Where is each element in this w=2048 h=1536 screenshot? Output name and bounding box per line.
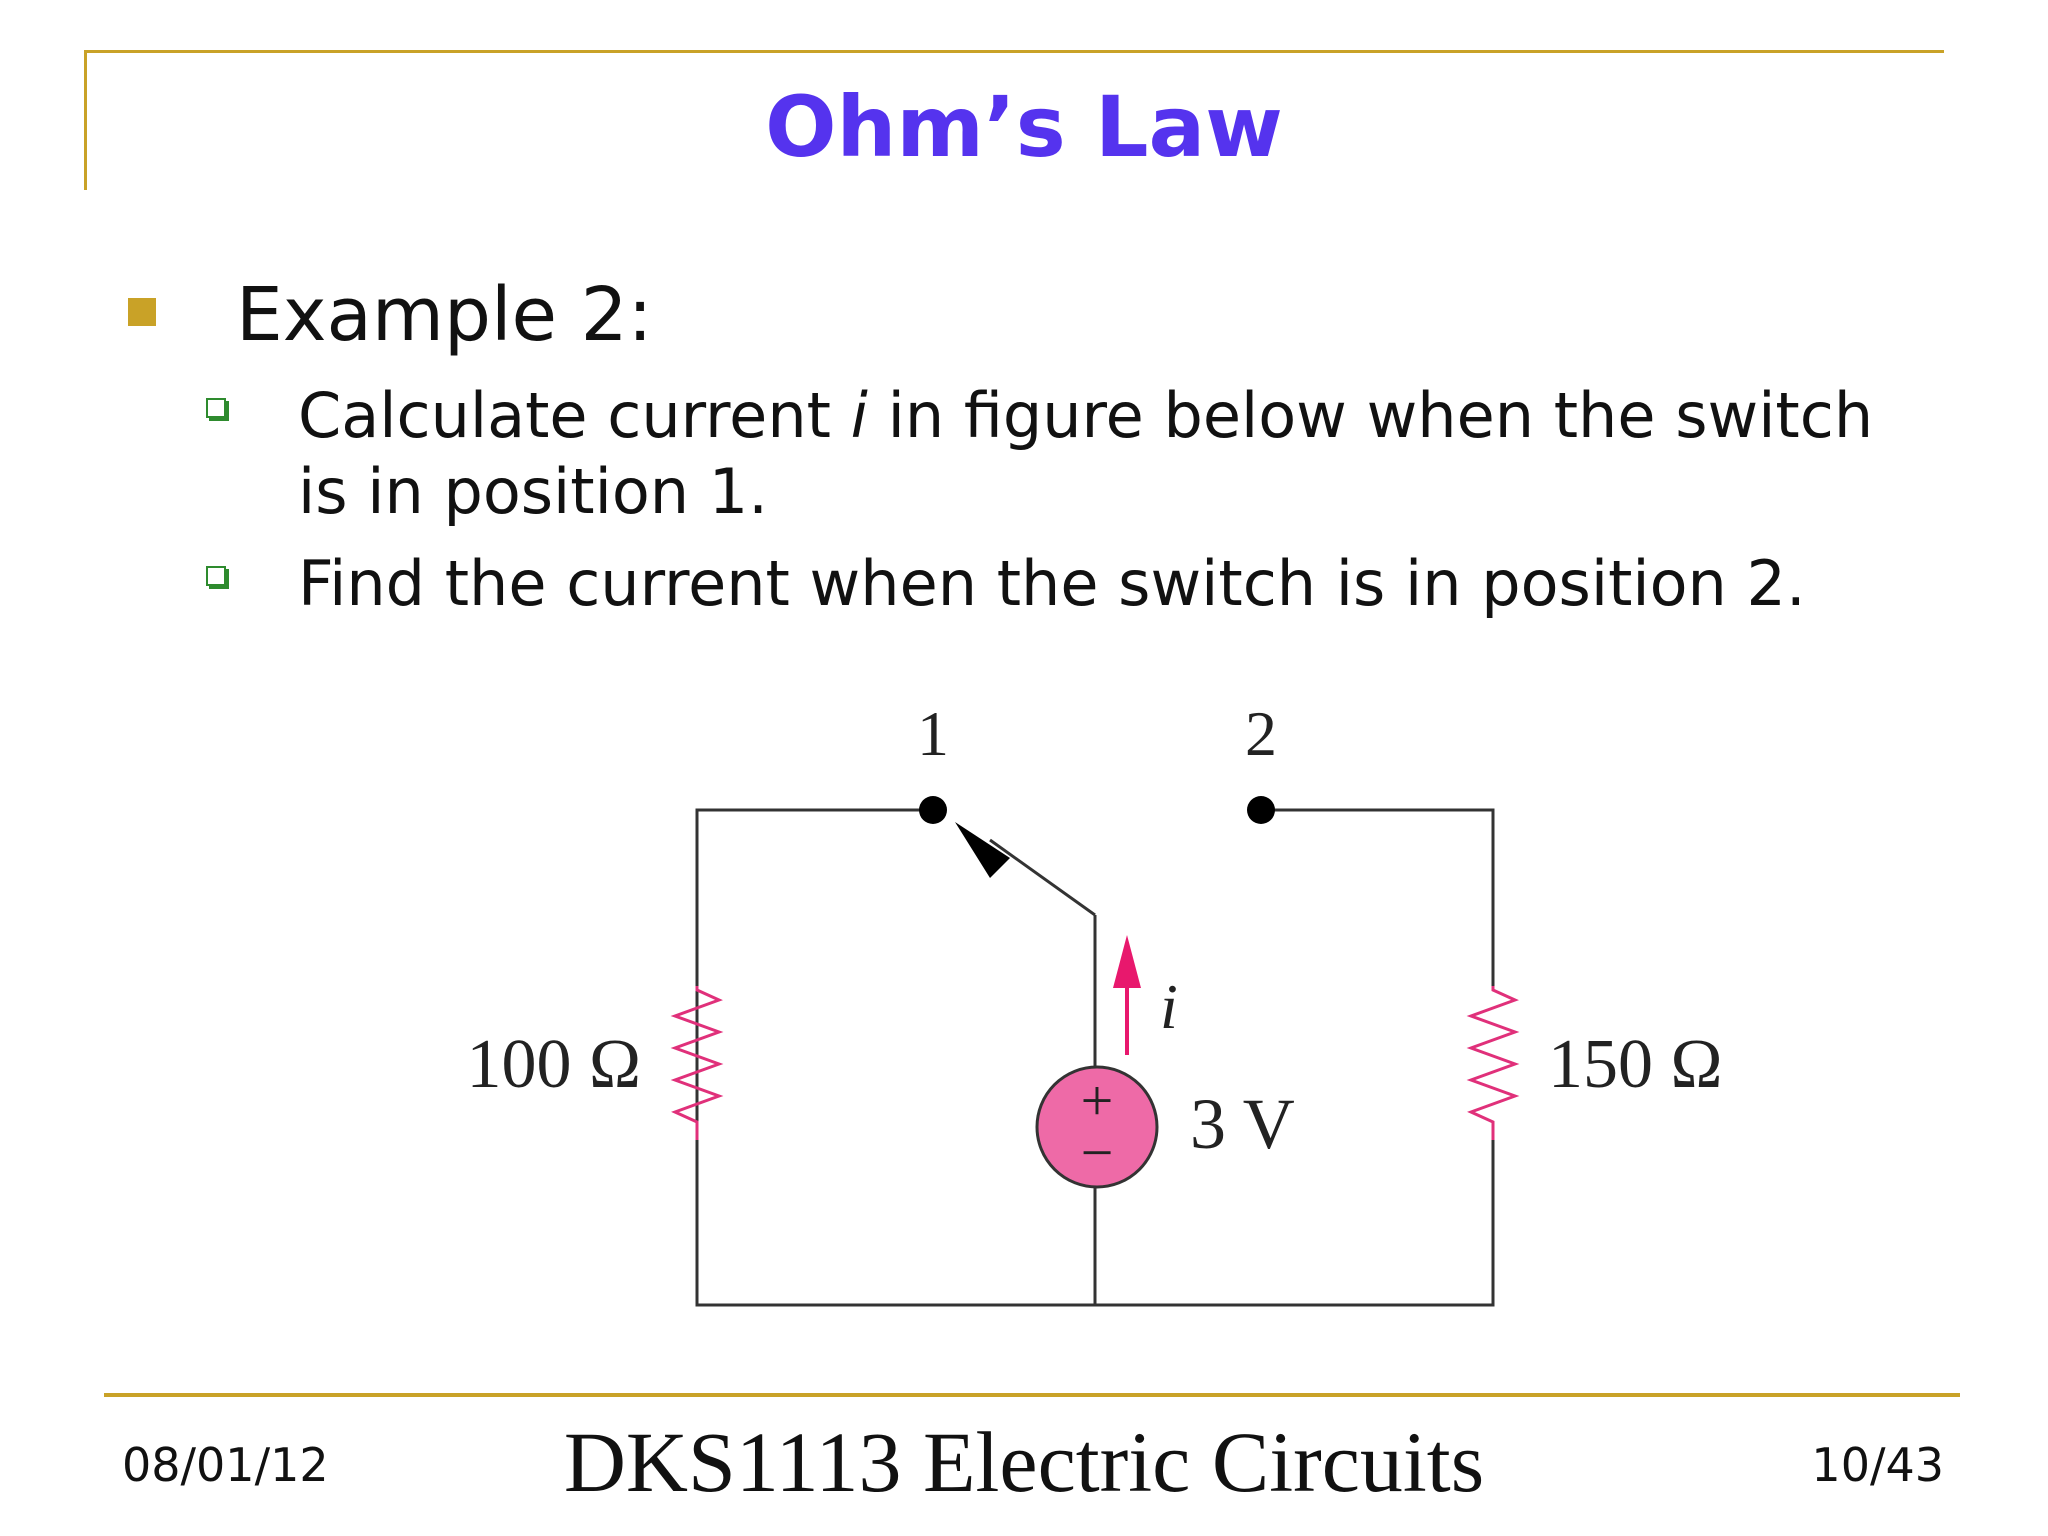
switch-arm [989, 838, 1096, 917]
switch-label-2: 2 [1245, 698, 1277, 769]
bullet-text-1: Calculate current i in figure below when… [298, 378, 1873, 530]
bullet-text-2: Find the current when the switch is in p… [298, 547, 1806, 620]
square-bullet-icon [128, 298, 156, 326]
source-minus: − [1081, 1120, 1114, 1185]
right-resistor [1466, 986, 1520, 1140]
bullet-1-text-end: in figure below when the switch [867, 379, 1874, 452]
source-voltage-label: 3 V [1190, 1084, 1295, 1164]
source-plus: + [1081, 1068, 1114, 1133]
hollow-square-bullet-icon [206, 398, 226, 418]
header-rule-top [84, 50, 1944, 53]
hollow-square-bullet-icon [206, 566, 226, 586]
circuit-wires [695, 808, 1495, 1307]
bullet-1-text-line2: is in position 1. [298, 455, 768, 528]
footer-course-title: DKS1113 Electric Circuits [563, 1414, 1485, 1510]
example-label: Example 2: [236, 272, 653, 358]
current-label: i [1160, 971, 1178, 1042]
switch-terminal-2 [1247, 796, 1275, 824]
left-top-wire [695, 808, 931, 986]
slide-title: Ohm’s Law [765, 78, 1283, 176]
right-top-wire [1263, 808, 1495, 986]
footer-rule [104, 1393, 1960, 1397]
footer-date: 08/01/12 [122, 1438, 329, 1492]
bullet-1-text-start: Calculate current [298, 379, 851, 452]
voltage-source [1035, 1065, 1159, 1189]
switch-arrowhead-icon [955, 822, 1010, 878]
footer-page-number: 10/43 [1811, 1438, 1944, 1492]
left-resistor [670, 986, 724, 1140]
right-resistor-label: 150 Ω [1548, 1026, 1723, 1103]
current-arrow-icon [1113, 935, 1141, 988]
header-rule-left [84, 50, 87, 190]
current-variable: i [850, 379, 868, 452]
switch-terminal-1 [919, 796, 947, 824]
switch-label-1: 1 [917, 698, 949, 769]
left-resistor-label: 100 Ω [466, 1026, 641, 1103]
